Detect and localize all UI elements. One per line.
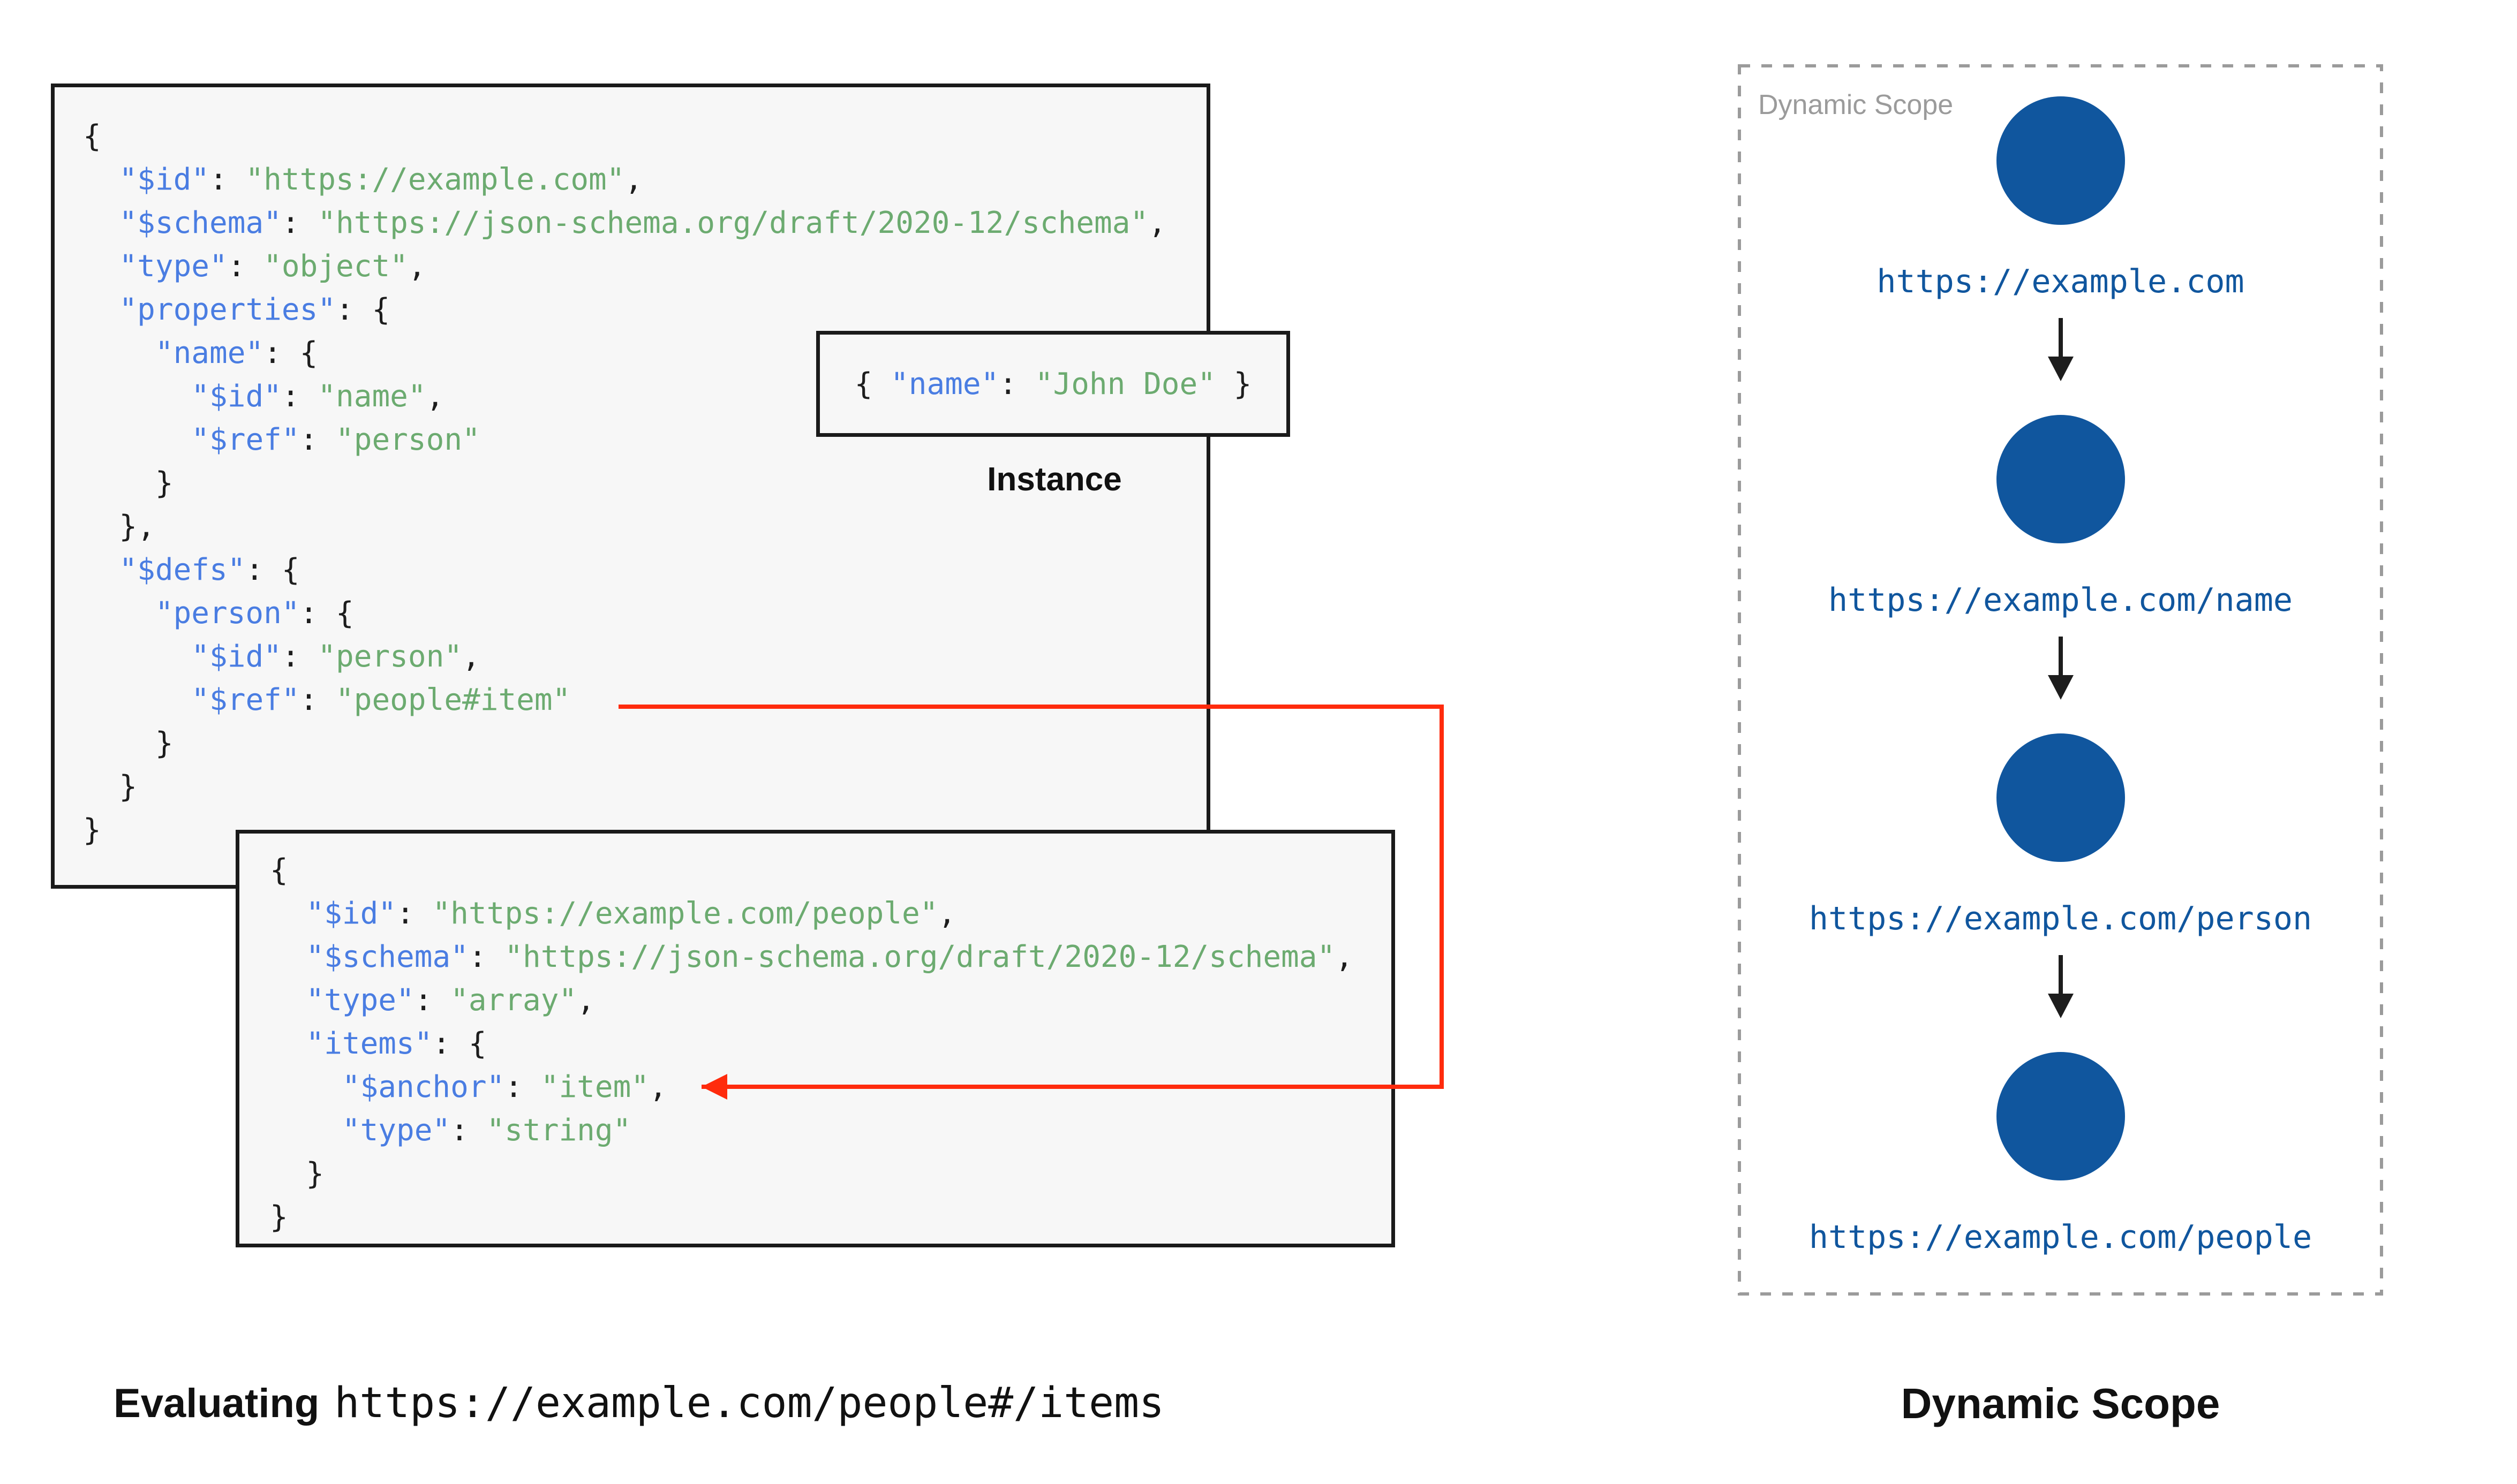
arrow-head (2048, 994, 2074, 1018)
dynamic-scope-watermark: Dynamic Scope (1758, 89, 1954, 120)
arrow-shaft (2059, 318, 2063, 358)
code-line: "type": "array", (306, 983, 595, 1018)
code-line: { (270, 853, 288, 888)
people-schema-code: { "$id": "https://example.com/people", "… (270, 849, 1353, 1239)
code-line: "type": "string" (342, 1113, 631, 1148)
down-arrow-icon (2048, 637, 2074, 700)
code-line: "$anchor": "item", (342, 1070, 667, 1104)
code-line: } (83, 726, 174, 761)
scope-node-label: https://example.com/people (1808, 1218, 2312, 1256)
scope-node-label: https://example.com/name (1828, 581, 2293, 619)
code-line: } (83, 813, 101, 847)
code-line: "$schema": "https://json-schema.org/draf… (119, 206, 1166, 240)
scope-node-circle (1996, 1052, 2125, 1180)
code-line: { (83, 119, 101, 154)
code-line: "$defs": { (119, 552, 300, 587)
scope-node-label: https://example.com (1877, 263, 2244, 300)
scope-node-circle (1996, 733, 2125, 862)
code-line: }, (83, 509, 155, 544)
arrow-shaft (2059, 955, 2063, 995)
code-line: "$ref": "people#item" (191, 683, 571, 717)
dynamic-scope-caption: Dynamic Scope (1901, 1380, 2220, 1427)
instance-code: { "name": "John Doe" } (854, 366, 1252, 402)
code-line: } (83, 769, 138, 804)
code-line: "name": { (155, 336, 318, 370)
arrow-head (2048, 675, 2074, 700)
code-line: "type": "object", (119, 249, 426, 284)
code-line: } (270, 1200, 288, 1235)
code-line: "$ref": "person" (191, 422, 480, 457)
down-arrow-icon (2048, 955, 2074, 1018)
scope-node-circle (1996, 415, 2125, 543)
scope-node-label: https://example.com/person (1808, 900, 2312, 937)
instance-label: Instance (987, 461, 1122, 498)
code-line: "$id": "name", (191, 379, 444, 414)
code-line: "properties": { (119, 292, 390, 327)
code-line: } (270, 1156, 325, 1191)
root-schema-code: { "$id": "https://example.com", "$schema… (83, 115, 1166, 852)
scope-node-circle (1996, 96, 2125, 225)
dynamic-scope-panel (1738, 64, 2383, 1296)
evaluating-uri: https://example.com/people#/items (334, 1379, 1164, 1427)
down-arrow-icon (2048, 318, 2074, 381)
code-line: "person": { (155, 596, 354, 631)
code-line: "$schema": "https://json-schema.org/draf… (306, 940, 1353, 974)
evaluating-label: Evaluating (114, 1381, 320, 1426)
code-line: "$id": "person", (191, 639, 480, 674)
instance-box: { "name": "John Doe" } (816, 331, 1290, 437)
evaluating-caption: Evaluating https://example.com/people#/i… (114, 1379, 1164, 1427)
code-line: "$id": "https://example.com/people", (306, 896, 956, 931)
code-line: "$id": "https://example.com", (119, 162, 643, 197)
arrow-shaft (2059, 637, 2063, 676)
code-line: "items": { (306, 1026, 487, 1061)
code-line: } (83, 466, 174, 501)
arrow-head (2048, 357, 2074, 381)
